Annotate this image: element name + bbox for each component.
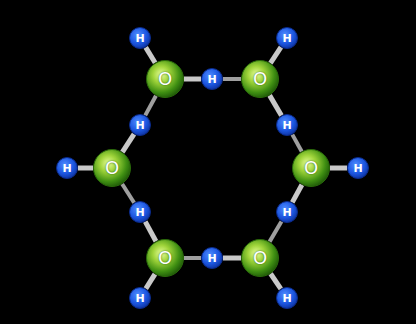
hydrogen-bond — [270, 221, 282, 241]
hydrogen-atom: H — [201, 247, 223, 269]
hydrogen-bond — [145, 96, 156, 116]
atom-symbol: O — [158, 70, 172, 88]
atom-symbol: O — [158, 249, 172, 267]
oxygen-atom: O — [93, 149, 131, 187]
atom-symbol: H — [207, 74, 216, 85]
atom-symbol: H — [135, 33, 144, 44]
covalent-bond — [145, 222, 156, 242]
covalent-bond — [146, 274, 155, 289]
atom-symbol: O — [304, 159, 318, 177]
atom-symbol: H — [135, 120, 144, 131]
oxygen-atom: O — [292, 149, 330, 187]
atom-symbol: H — [353, 163, 362, 174]
atom-symbol: H — [282, 293, 291, 304]
covalent-bond — [122, 134, 134, 152]
atom-symbol: H — [282, 33, 291, 44]
atom-symbol: O — [253, 70, 267, 88]
atom-symbol: H — [135, 207, 144, 218]
hydrogen-atom: H — [56, 157, 78, 179]
covalent-bond — [270, 95, 282, 115]
covalent-bond — [223, 256, 241, 261]
covalent-bond — [292, 185, 302, 203]
oxygen-atom: O — [146, 60, 184, 98]
covalent-bond — [146, 47, 155, 62]
hydrogen-atom: H — [347, 157, 369, 179]
atom-symbol: H — [207, 253, 216, 264]
hydrogen-atom: H — [129, 114, 151, 136]
hydrogen-bond — [184, 256, 201, 260]
hydrogen-bond — [292, 135, 301, 152]
covalent-bond — [270, 47, 281, 63]
oxygen-atom: O — [146, 239, 184, 277]
hydrogen-atom: H — [276, 114, 298, 136]
atom-symbol: H — [135, 293, 144, 304]
atom-symbol: H — [282, 207, 291, 218]
atom-symbol: O — [253, 249, 267, 267]
hydrogen-atom: H — [276, 27, 298, 49]
atom-symbol: H — [62, 163, 71, 174]
covalent-bond — [271, 274, 281, 289]
hydrogen-atom: H — [276, 201, 298, 223]
covalent-bond — [78, 166, 93, 171]
hydrogen-atom: H — [201, 68, 223, 90]
hydrogen-bond — [122, 184, 134, 203]
atom-symbol: H — [282, 120, 291, 131]
atom-symbol: O — [105, 159, 119, 177]
oxygen-atom: O — [241, 239, 279, 277]
covalent-bond — [184, 77, 201, 82]
hydrogen-atom: H — [129, 287, 151, 309]
hydrogen-bond — [223, 77, 241, 81]
oxygen-atom: O — [241, 60, 279, 98]
hydrogen-atom: H — [129, 27, 151, 49]
hydrogen-atom: H — [129, 201, 151, 223]
covalent-bond — [330, 166, 347, 171]
hydrogen-atom: H — [276, 287, 298, 309]
